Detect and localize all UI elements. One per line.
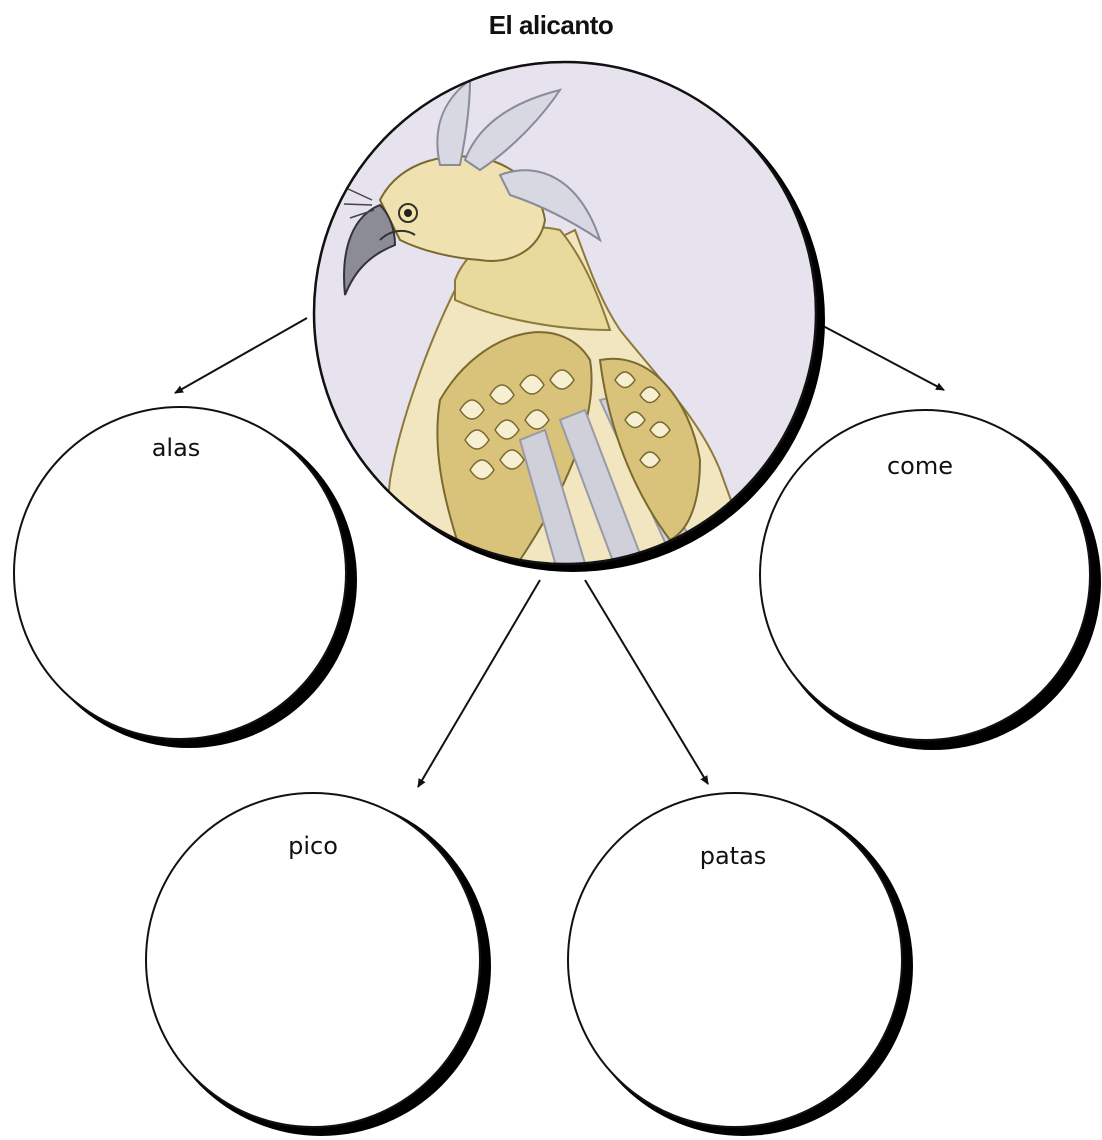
label-patas: patas: [653, 842, 813, 870]
label-pico: pico: [233, 832, 393, 860]
label-come: come: [840, 452, 1000, 480]
arrow-to-alas: [175, 318, 307, 393]
arrow-to-come: [808, 318, 944, 390]
label-alas: alas: [96, 434, 256, 462]
arrow-to-patas: [585, 580, 708, 784]
arrow-to-pico: [418, 580, 540, 787]
center-bubble: [314, 62, 825, 580]
